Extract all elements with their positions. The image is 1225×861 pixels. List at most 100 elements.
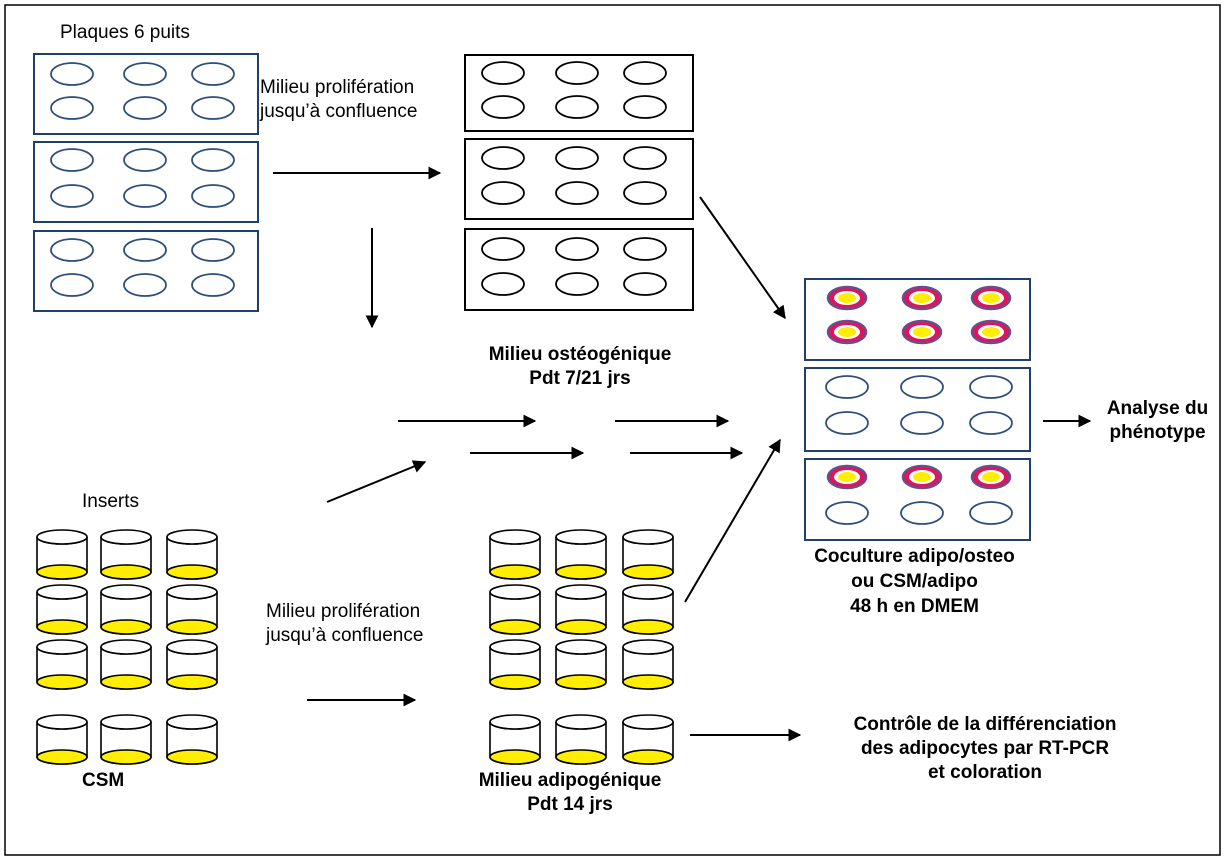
insert-cylinder — [555, 584, 607, 635]
insert-cylinder — [489, 714, 541, 765]
insert-top — [166, 529, 218, 545]
inserts-title: Inserts — [82, 491, 140, 512]
insert-cylinder — [489, 584, 541, 635]
plate-well — [481, 146, 525, 170]
insert-bottom — [489, 749, 541, 765]
adipocyte-center — [982, 293, 1000, 303]
plate-well — [623, 146, 667, 170]
coculture-label-line2: ou CSM/adipo — [851, 571, 978, 592]
controle-label-line3: et coloration — [927, 762, 1042, 783]
arrows — [273, 166, 1092, 742]
insert-cylinder — [100, 639, 152, 690]
plate-well — [555, 61, 599, 85]
plate-well — [123, 273, 167, 297]
adipocyte-center — [982, 472, 1000, 482]
adipocyte-center — [838, 293, 856, 303]
insert-cylinder — [622, 639, 674, 690]
plate-well — [623, 272, 667, 296]
insert-bottom — [489, 674, 541, 690]
six-well-plate — [33, 230, 259, 312]
insert-bottom — [622, 674, 674, 690]
plate-well — [481, 95, 525, 119]
osteo-label-line2: Pdt 7/21 jrs — [529, 368, 631, 389]
plate-well — [555, 181, 599, 205]
six-well-plate — [464, 54, 694, 132]
plate-well — [481, 181, 525, 205]
plate-well — [123, 62, 167, 86]
arrow-adipo-to-coculture — [684, 438, 781, 603]
insert-bottom — [36, 749, 88, 765]
insert-bottom — [555, 749, 607, 765]
arrow-osteo-to-coculture — [699, 196, 786, 320]
plate-well — [191, 238, 235, 262]
insert-bottom — [622, 619, 674, 635]
insert-cylinder — [36, 529, 88, 580]
insert-top — [166, 584, 218, 600]
insert-bottom — [555, 564, 607, 580]
insert-bottom — [100, 564, 152, 580]
insert-cylinder — [622, 584, 674, 635]
insert-top — [36, 639, 88, 655]
insert-top — [555, 639, 607, 655]
milieu-proliferation-top-line1: Milieu prolifération — [260, 77, 415, 98]
plate-well — [481, 61, 525, 85]
plate-well — [623, 237, 667, 261]
plate-well — [50, 96, 94, 120]
insert-top — [622, 714, 674, 730]
coculture-label-line1: Coculture adipo/osteo — [814, 546, 1015, 567]
insert-top — [166, 639, 218, 655]
plate-well — [123, 148, 167, 172]
insert-top — [100, 584, 152, 600]
insert-bottom — [166, 674, 218, 690]
insert-cylinder — [36, 714, 88, 765]
insert-bottom — [100, 749, 152, 765]
six-well-plate — [33, 53, 259, 135]
insert-bottom — [489, 564, 541, 580]
plate-well — [825, 501, 869, 525]
plate-well — [50, 273, 94, 297]
insert-top — [622, 639, 674, 655]
six-well-plate — [804, 278, 1031, 361]
plate-well — [481, 272, 525, 296]
adipocyte-center — [982, 327, 1000, 337]
plate-well — [969, 375, 1013, 399]
six-well-plate — [804, 458, 1031, 541]
insert-bottom — [36, 564, 88, 580]
insert-cylinder — [555, 714, 607, 765]
controle-label-line2: des adipocytes par RT-PCR — [860, 738, 1110, 759]
arrow-inserts-diagonal — [326, 460, 427, 503]
osteo-label-line1: Milieu ostéogénique — [488, 344, 672, 365]
insert-cylinder — [555, 639, 607, 690]
six-well-plate — [804, 367, 1031, 452]
insert-top — [36, 529, 88, 545]
insert-bottom — [555, 619, 607, 635]
plate-well — [191, 62, 235, 86]
outer-frame — [4, 4, 1221, 856]
plate-well — [623, 181, 667, 205]
plate-well — [123, 96, 167, 120]
insert-cylinder — [166, 714, 218, 765]
insert-cylinder — [36, 584, 88, 635]
plate-well — [191, 96, 235, 120]
plate-well — [555, 95, 599, 119]
insert-top — [555, 584, 607, 600]
plate-well — [969, 411, 1013, 435]
plaques-6-puits-title: Plaques 6 puits — [60, 22, 190, 43]
insert-bottom — [36, 674, 88, 690]
insert-cylinder — [489, 529, 541, 580]
insert-top — [489, 584, 541, 600]
insert-bottom — [622, 749, 674, 765]
analyse-label-line1: Analyse du — [1106, 398, 1209, 419]
plate-well — [900, 501, 944, 525]
insert-bottom — [100, 674, 152, 690]
insert-top — [36, 714, 88, 730]
insert-cylinder — [166, 639, 218, 690]
insert-bottom — [166, 564, 218, 580]
plate-well — [555, 237, 599, 261]
plate-well — [900, 375, 944, 399]
milieu-proliferation-bottom-line2: jusqu’à confluence — [266, 625, 424, 646]
plate-well — [50, 238, 94, 262]
coculture-label-line3: 48 h en DMEM — [850, 596, 979, 617]
plate-well — [123, 184, 167, 208]
